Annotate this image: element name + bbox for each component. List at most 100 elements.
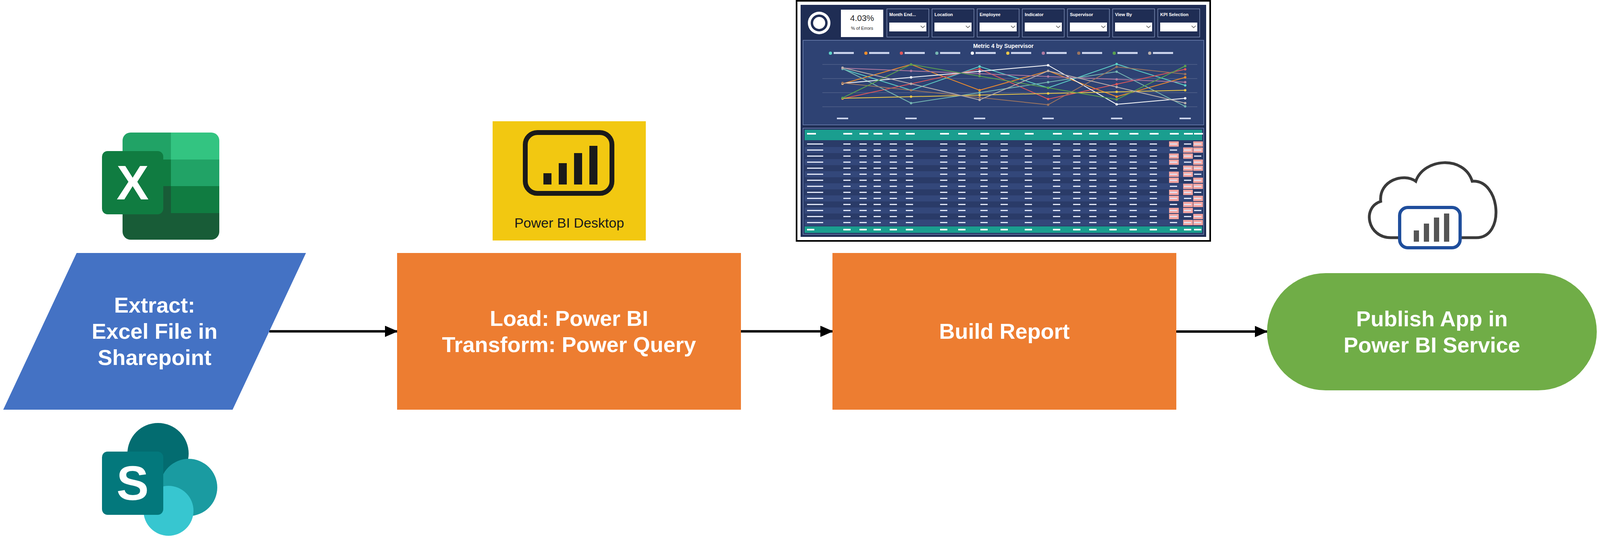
cell-text-mark [940,143,948,145]
cell-text-mark [889,222,897,224]
legend-text-mark [869,52,890,55]
cell-text-mark [1073,197,1081,200]
cell-text-mark [1109,222,1117,224]
header-text-mark [859,133,869,135]
cell-text-mark [889,197,897,200]
cell-text-mark [1024,222,1032,224]
cell-text-mark [859,167,867,169]
header-text-mark [843,133,853,135]
cell-text-mark [940,173,948,175]
cell-text-mark [1073,179,1081,182]
slicer-chevron [1056,25,1061,28]
slicer-frame [1157,8,1200,38]
cell-text-mark [843,197,851,200]
cell-text-mark [980,149,988,151]
cell-text-mark [889,191,897,194]
cell-text-mark [807,167,824,169]
cell-text-mark [1149,210,1157,212]
cell-text-mark [873,143,881,145]
cell-text-mark [1183,185,1192,188]
cell-text-mark [940,216,948,218]
highlight-cell [1183,201,1193,208]
cell-text-mark [1073,173,1081,175]
highlight-cell [1169,195,1179,202]
cell-text-mark [1169,155,1178,157]
extract-parallelogram: Extract: Excel File in Sharepoint [3,253,306,410]
table-panel [803,128,1204,235]
cell-text-mark [958,179,966,182]
excel-icon [170,159,220,187]
cell-text-mark [1149,149,1157,151]
header-text-mark [1109,133,1119,135]
cell-text-mark [1109,161,1117,163]
cell-text-mark [1000,191,1008,194]
cell-text-mark [940,222,948,224]
header-text-mark [807,133,816,135]
cell-text-mark [807,179,824,182]
cell-text-mark [1024,185,1032,188]
cell-text-mark [1000,197,1008,200]
cell-text-mark [1169,222,1178,224]
highlight-cell [1169,177,1179,184]
icon-letter: X [101,151,164,215]
slicer-frame [932,8,974,38]
chart-panel [803,40,1204,125]
cell-text-mark [1000,185,1008,188]
total-text-mark [1169,228,1178,231]
cell-text-mark [889,155,897,157]
cell-text-mark [1129,173,1137,175]
legend-text-mark [1046,52,1067,55]
cell-text-mark [1129,216,1137,218]
highlight-cell [1169,141,1179,147]
cell-text-mark [873,197,881,200]
legend-text-mark [1081,52,1103,55]
cell-text-mark [873,222,881,224]
cell-text-mark [958,143,966,145]
table-row [804,165,1203,172]
cell-text-mark [1052,203,1061,206]
total-text-mark [980,228,988,231]
cell-text-mark [940,210,948,212]
slicer-chevron [1101,25,1106,28]
cell-text-mark [905,179,914,182]
total-text-mark [1194,228,1202,231]
cell-text-mark [889,203,897,206]
highlight-cell [1183,153,1193,159]
cell-text-mark [1129,222,1137,224]
cell-text-mark [807,143,824,145]
slicer-label: Supervisor [1069,11,1109,18]
cell-text-mark [905,210,914,212]
cell-text-mark [843,155,851,157]
slicer-chevron [965,25,970,28]
cell-text-mark [1109,191,1117,194]
cell-text-mark [1089,216,1097,218]
header-text-mark [1149,133,1159,135]
table-row [804,171,1203,178]
table-row [804,219,1203,226]
cell-text-mark [1073,161,1081,163]
highlight-cell [1193,177,1203,184]
cell-text-mark [1183,173,1192,175]
cell-text-mark [859,179,867,182]
cell-text-mark [940,203,948,206]
cell-text-mark [1149,161,1157,163]
cell-text-mark [980,161,988,163]
cell-text-mark [1194,216,1202,218]
header-text-mark [1052,133,1062,135]
cell-text-mark [807,197,824,200]
cell-text-mark [1129,155,1137,157]
cell-text-mark [1194,155,1202,157]
cell-text-mark [1000,216,1008,218]
cell-text-mark [843,161,851,163]
cell-text-mark [1169,203,1178,206]
dashboard-background [800,4,1207,238]
kpi-caption: % of Errors [840,24,884,32]
total-text-mark [958,228,966,231]
cell-text-mark [1089,191,1097,194]
cell-text-mark [1183,161,1192,163]
legend-dot [935,51,939,55]
highlight-cell [1183,171,1193,177]
legend-text-mark [975,52,996,55]
cell-text-mark [873,203,881,206]
cell-text-mark [1149,222,1157,224]
